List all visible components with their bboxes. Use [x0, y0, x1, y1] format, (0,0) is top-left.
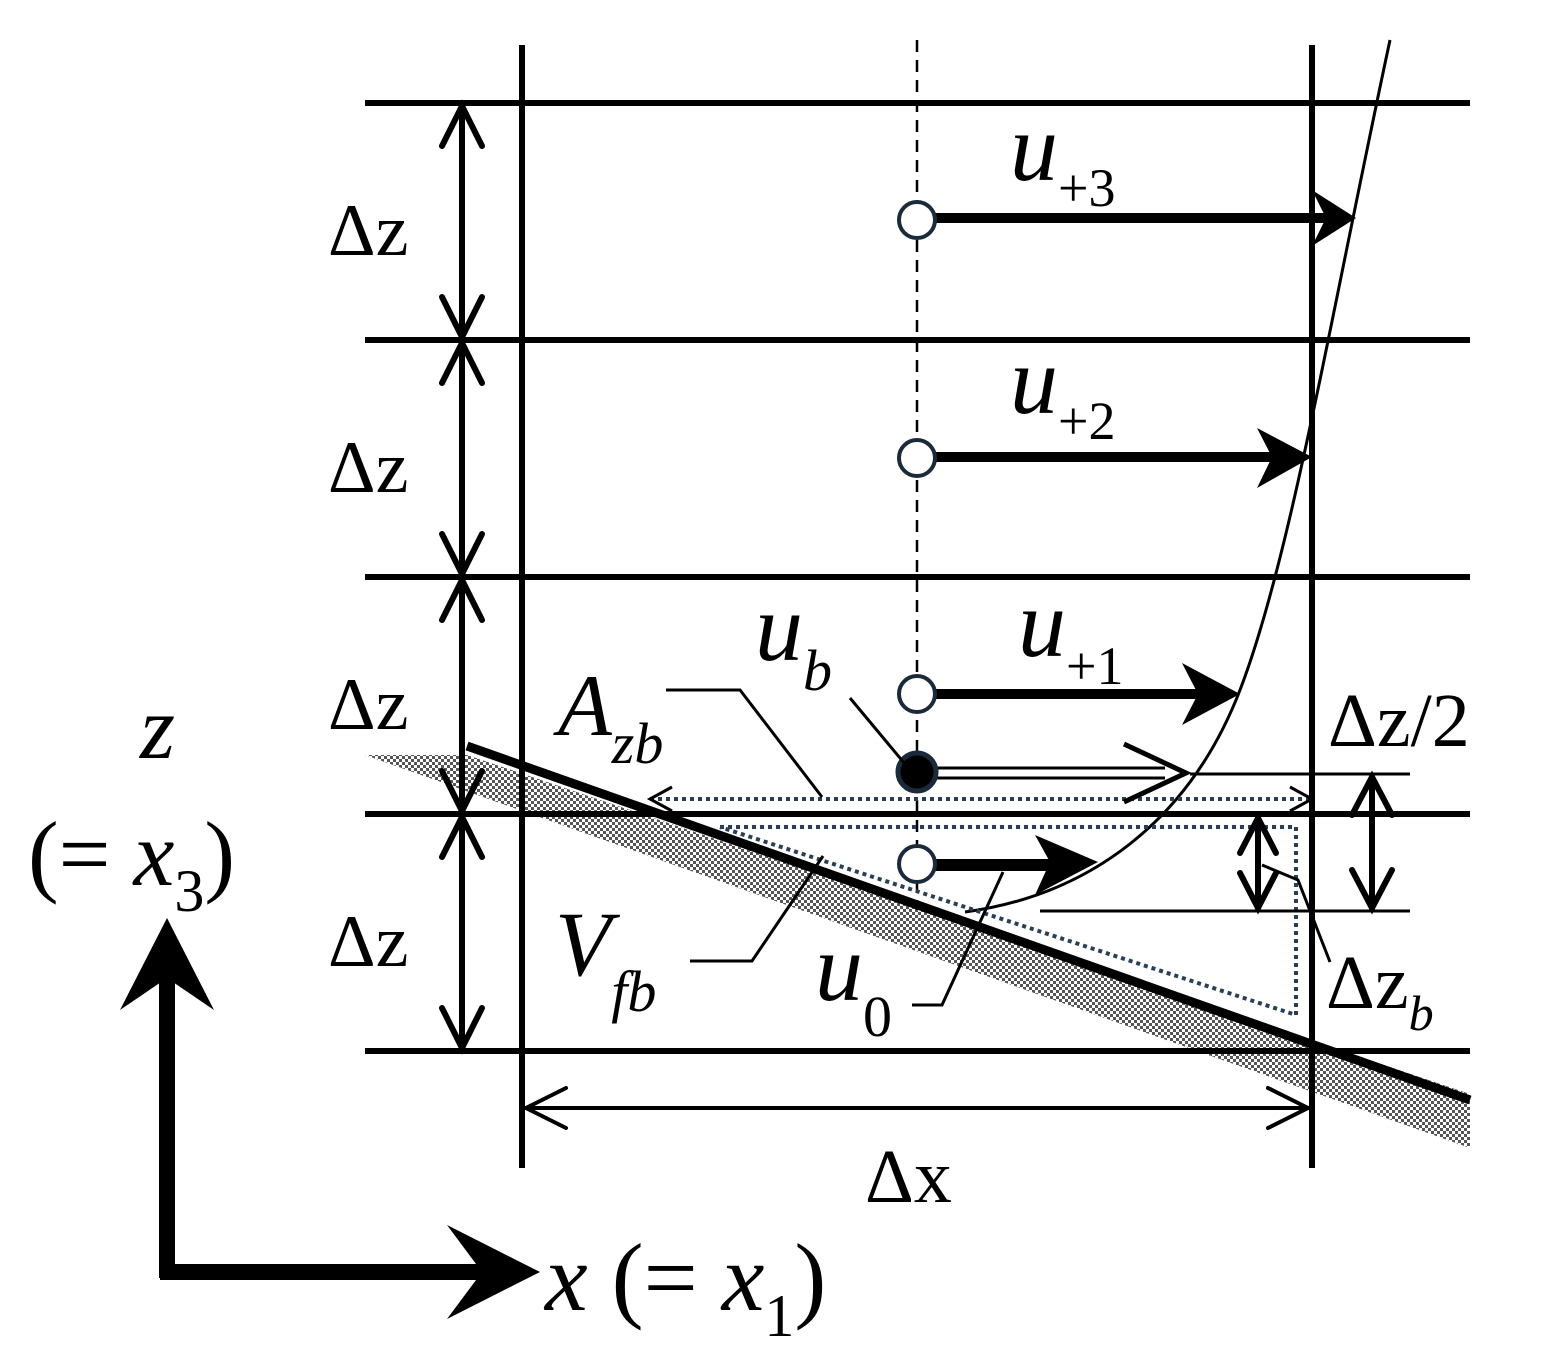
dz-dimension-arrows	[439, 99, 485, 1055]
u0-leader	[912, 871, 1005, 1007]
u-0-label: u0	[815, 914, 892, 1049]
u-plus2-label: u+2	[1010, 327, 1115, 451]
velocity-profile-curve	[964, 39, 1392, 914]
dz-label-3: Δz	[328, 664, 408, 746]
vfb-volume-outline	[719, 825, 1298, 1018]
z-axis-label: z	[138, 679, 175, 778]
u-0-arrow	[935, 835, 1098, 895]
z-axis-arrowhead	[120, 918, 214, 1010]
z-axis-equiv-label: (= x3)	[28, 803, 235, 924]
velocity-arrows	[935, 190, 1356, 895]
dz-half-label: Δz/2	[1328, 679, 1470, 763]
node-u-plus3	[897, 200, 937, 240]
node-u-0	[897, 844, 937, 884]
grid-nodes	[895, 200, 939, 884]
u-plus2-arrow	[935, 428, 1312, 488]
node-u-plus2	[897, 438, 937, 478]
leader-lines	[666, 688, 1332, 1007]
dx-arrow	[521, 1086, 1313, 1130]
ub-leader	[848, 697, 907, 765]
right-reference-lines	[1040, 772, 1410, 913]
azb-face-arrowheads	[646, 785, 1316, 813]
dz-b-arrow	[1237, 811, 1279, 915]
dz-half-arrow	[1349, 770, 1395, 915]
azb-leader	[666, 688, 824, 798]
x-axis-label: x (= x1)	[543, 1224, 826, 1349]
u-plus3-label: u+3	[1010, 94, 1115, 218]
coordinate-axes	[120, 918, 540, 1319]
dz-label-2: Δz	[328, 427, 408, 509]
dotted-guides	[650, 797, 1312, 1018]
u-plus1-label: u+1	[1018, 570, 1123, 696]
dz-label-4: Δz	[328, 901, 408, 983]
dzb-leader	[1261, 863, 1332, 963]
dz-b-label: Δzb	[1326, 941, 1434, 1041]
bed-line	[465, 741, 1472, 1105]
vertical-grid-lines	[519, 45, 1315, 1168]
u-b-arrow	[935, 741, 1192, 805]
dx-label: Δx	[865, 1135, 952, 1219]
a-zb-label: Azb	[553, 658, 663, 776]
u-b-label: ub	[755, 574, 832, 703]
node-u-plus1	[897, 674, 937, 714]
v-fb-label: Vfb	[555, 893, 656, 1024]
dz-label-1: Δz	[328, 190, 408, 272]
u-plus1-arrow	[935, 663, 1240, 725]
x-axis-arrowhead	[447, 1225, 540, 1319]
vfb-leader	[690, 855, 825, 963]
u-plus3-arrow	[935, 190, 1356, 246]
node-u-b	[895, 750, 939, 794]
